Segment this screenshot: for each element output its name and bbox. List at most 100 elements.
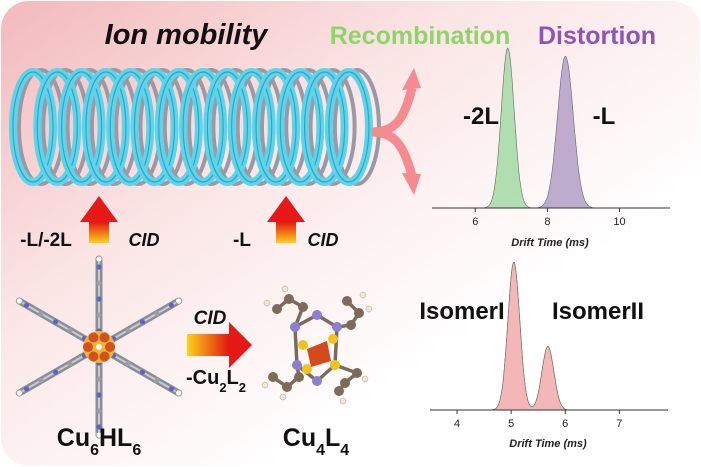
cid-label-mid: CID <box>308 230 339 250</box>
cluster-bond <box>333 326 339 366</box>
ligand-atom <box>96 408 102 414</box>
cluster-atom <box>346 320 356 330</box>
cluster-bond <box>293 326 299 366</box>
title: Ion mobility <box>105 19 270 51</box>
loss-label-middle: -Cu2L2 <box>186 367 246 395</box>
peak-label-minus-l: -L <box>593 103 616 130</box>
cr-b: L <box>325 424 340 452</box>
coil-ring-edge <box>231 71 273 183</box>
ligand-atom <box>168 302 175 308</box>
cu6hl6-molecule <box>15 255 183 439</box>
ligand-atom <box>67 361 73 367</box>
x-tick-label: 6 <box>562 418 568 430</box>
loss-sub1: 2 <box>219 380 226 395</box>
ligand-atom <box>96 296 102 302</box>
cluster-atom <box>334 386 344 396</box>
cl-b: HL <box>99 424 132 452</box>
cl-a: Cu <box>57 424 90 452</box>
cluster-atom <box>340 378 350 388</box>
x-tick-label: 10 <box>613 216 625 228</box>
x-tick-label: 5 <box>508 418 514 430</box>
loss-label-left: -L/-2L <box>20 230 72 251</box>
cr-b-sub: 4 <box>340 442 349 459</box>
arrow-head-up <box>402 68 421 90</box>
ligand-atom <box>52 369 59 375</box>
loss-sub2: 2 <box>239 380 246 395</box>
ligand-atom <box>38 377 44 384</box>
hydrogen-atom <box>279 393 287 401</box>
cu-atom <box>99 351 110 362</box>
x-tick-label: 8 <box>544 216 550 228</box>
cid-label-middle: CID <box>194 308 227 329</box>
ligand-end-atom <box>95 431 103 439</box>
hydride-atom <box>96 344 102 350</box>
x-tick-label: 4 <box>454 418 460 430</box>
top-chart-ticks: 6 8 10 <box>472 208 626 228</box>
hydrogen-atom <box>263 299 271 307</box>
coil-ring-edge <box>133 71 176 183</box>
distortion-label: Distortion <box>538 22 656 50</box>
compound-left-label: Cu6HL6 <box>57 424 142 459</box>
bottom-chart-xlabel: Drift Time (ms) <box>509 438 587 450</box>
cr-a: Cu <box>283 424 316 452</box>
s-atom <box>302 364 312 374</box>
cid-arrow-mid <box>267 196 305 243</box>
cid-arrow-right <box>187 322 252 368</box>
arrow-head-down <box>402 173 421 195</box>
split-arrow <box>371 68 421 195</box>
ligand-atom <box>139 369 146 375</box>
ligand-atom <box>154 377 160 384</box>
cu-atom <box>99 332 110 343</box>
cu-atom <box>88 351 99 362</box>
ligand-atom <box>23 386 30 392</box>
coil-ring-edge <box>182 71 224 183</box>
cu-core <box>307 341 331 367</box>
loss-prefix: -Cu <box>186 367 219 389</box>
cluster-atom <box>342 296 352 306</box>
top-chart-xlabel: Drift Time (ms) <box>511 237 589 249</box>
cluster-atom <box>290 322 300 332</box>
ligand-atom <box>139 319 146 325</box>
isomer2-label: IsomerII <box>552 298 644 325</box>
coil-ring-edge <box>255 71 297 183</box>
coil-ring-edge <box>279 71 321 183</box>
s-atom <box>298 340 308 350</box>
cid-arrow-left <box>80 196 118 243</box>
compound-right-label: Cu4L4 <box>283 424 350 459</box>
ligand-atom <box>96 392 102 398</box>
cid-label-left: CID <box>129 230 160 250</box>
coil-ring-edge <box>109 71 151 183</box>
ligand-atom <box>96 280 102 286</box>
ligand-atom <box>125 327 131 333</box>
cluster-atom <box>312 310 322 320</box>
cl-a-sub: 6 <box>90 442 99 459</box>
hydrogen-atom <box>339 397 347 405</box>
cluster-atom <box>298 302 308 312</box>
x-tick-label: 6 <box>472 216 478 228</box>
ligand-end-atom <box>15 297 23 305</box>
cu-atom <box>83 342 93 352</box>
ligand-atom <box>67 327 73 333</box>
hydrogen-atom <box>261 381 269 389</box>
s-atom <box>330 360 340 370</box>
cluster-atom <box>284 294 294 304</box>
cluster-atom <box>292 360 302 370</box>
hydrogen-atom <box>359 291 367 299</box>
cu-atom <box>88 332 99 343</box>
coil-back-ring <box>308 68 357 186</box>
coil-ring-edge <box>158 71 200 183</box>
cr-a-sub: 4 <box>316 442 325 459</box>
ligand-end-atom <box>95 255 103 263</box>
ligand-atom <box>168 386 175 392</box>
cluster-atom <box>294 372 304 382</box>
ligand-atom <box>96 312 102 318</box>
loss-label-mid: -L <box>233 230 251 251</box>
cluster-atom <box>352 368 362 378</box>
ligand-atom <box>125 361 131 367</box>
cluster-atom <box>282 382 292 392</box>
ligand-end-atom <box>175 297 183 305</box>
recombination-label: Recombination <box>330 22 511 50</box>
